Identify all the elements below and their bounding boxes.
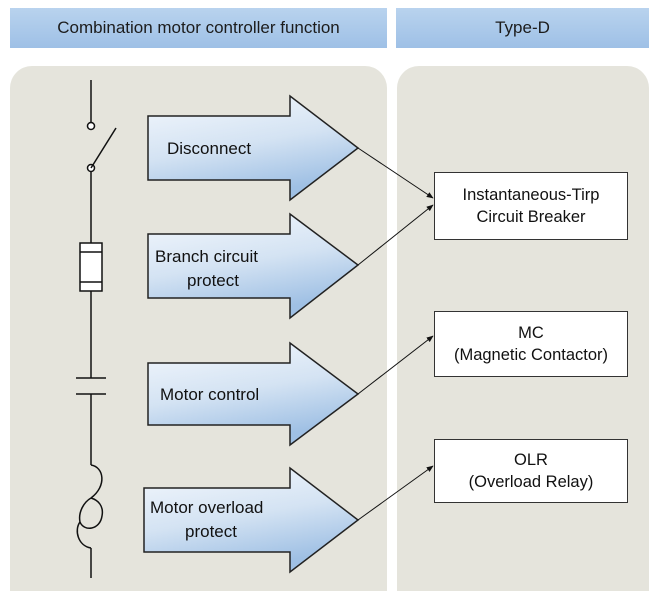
olr-line2: (Overload Relay) — [468, 473, 594, 491]
arrow-motor-control — [147, 341, 360, 447]
connector-overload — [357, 465, 434, 521]
breaker-line2: Circuit Breaker — [476, 208, 586, 226]
function-overload-label: Motor overload protect — [150, 496, 263, 544]
function-overload-line1: Motor overload — [150, 498, 264, 517]
connector-motor-control — [357, 335, 434, 395]
mc-line1: MC — [518, 324, 544, 342]
breaker-box: Instantaneous-Tirp Circuit Breaker — [434, 172, 628, 240]
function-motor-control-label: Motor control — [160, 383, 259, 407]
header-right-label: Type-D — [495, 18, 550, 37]
function-branch-line2: protect — [187, 271, 239, 290]
header-left: Combination motor controller function — [10, 8, 387, 48]
connector-branch — [357, 204, 434, 266]
function-branch-line1: Branch circuit — [155, 247, 258, 266]
header-left-label: Combination motor controller function — [57, 18, 340, 37]
arrow-overload-protect — [143, 466, 360, 574]
mc-box: MC (Magnetic Contactor) — [434, 311, 628, 377]
function-motor-control-text: Motor control — [160, 385, 260, 404]
contactor-symbol — [76, 377, 106, 395]
arrow-disconnect — [147, 94, 360, 202]
header-right: Type-D — [396, 8, 649, 48]
mc-line2: (Magnetic Contactor) — [453, 346, 609, 364]
function-disconnect-text: Disconnect — [167, 139, 252, 158]
disconnect-switch-symbol — [86, 121, 117, 173]
overload-relay-symbol — [76, 464, 104, 549]
fuse-symbol — [79, 242, 103, 292]
function-branch-label: Branch circuit protect — [155, 245, 258, 293]
function-overload-line2: protect — [185, 522, 237, 541]
function-disconnect-label: Disconnect — [167, 137, 251, 161]
connector-disconnect — [357, 147, 434, 199]
arrow-branch-protect — [147, 212, 360, 320]
breaker-line1: Instantaneous-Tirp — [462, 186, 600, 204]
olr-box: OLR (Overload Relay) — [434, 439, 628, 503]
olr-line1: OLR — [514, 451, 548, 469]
